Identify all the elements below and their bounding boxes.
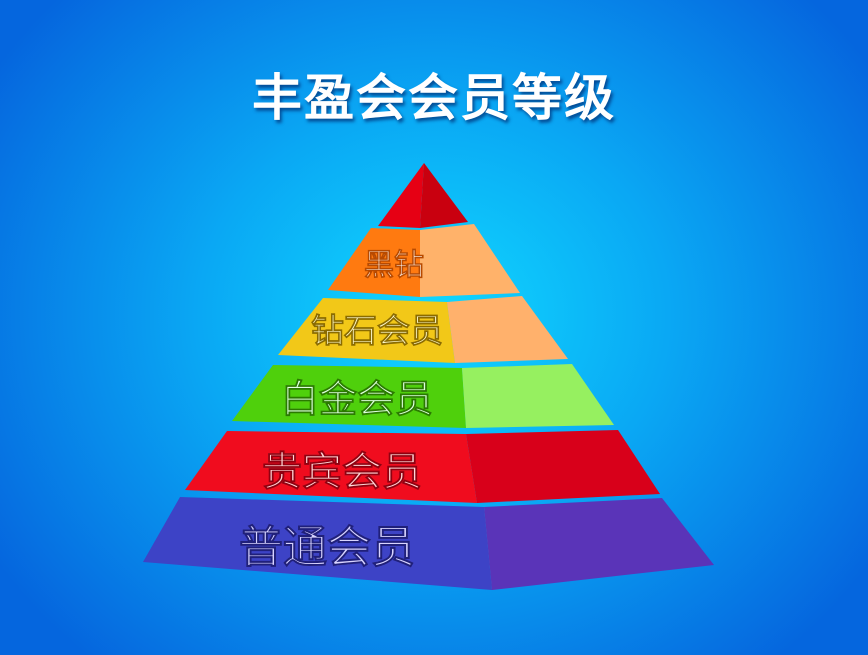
tier-label-platinum: 白金会员 (281, 377, 433, 421)
tier-label-diamond: 钻石会员 (311, 311, 443, 350)
tier-diamond: 钻石会员 (278, 296, 568, 363)
tier-label-black-diamond: 黑钻 (364, 248, 424, 283)
tier-label-regular: 普通会员 (239, 522, 415, 573)
tier-regular: 普通会员 (143, 497, 714, 590)
tier-label-vip: 贵宾会员 (262, 449, 422, 495)
tier-vip: 贵宾会员 (185, 430, 660, 503)
pyramid-apex (378, 163, 468, 228)
tier-platinum: 白金会员 (232, 364, 614, 428)
page-title: 丰盈会会员等级 (252, 69, 616, 127)
tier-black-diamond: 黑钻 (328, 224, 520, 297)
